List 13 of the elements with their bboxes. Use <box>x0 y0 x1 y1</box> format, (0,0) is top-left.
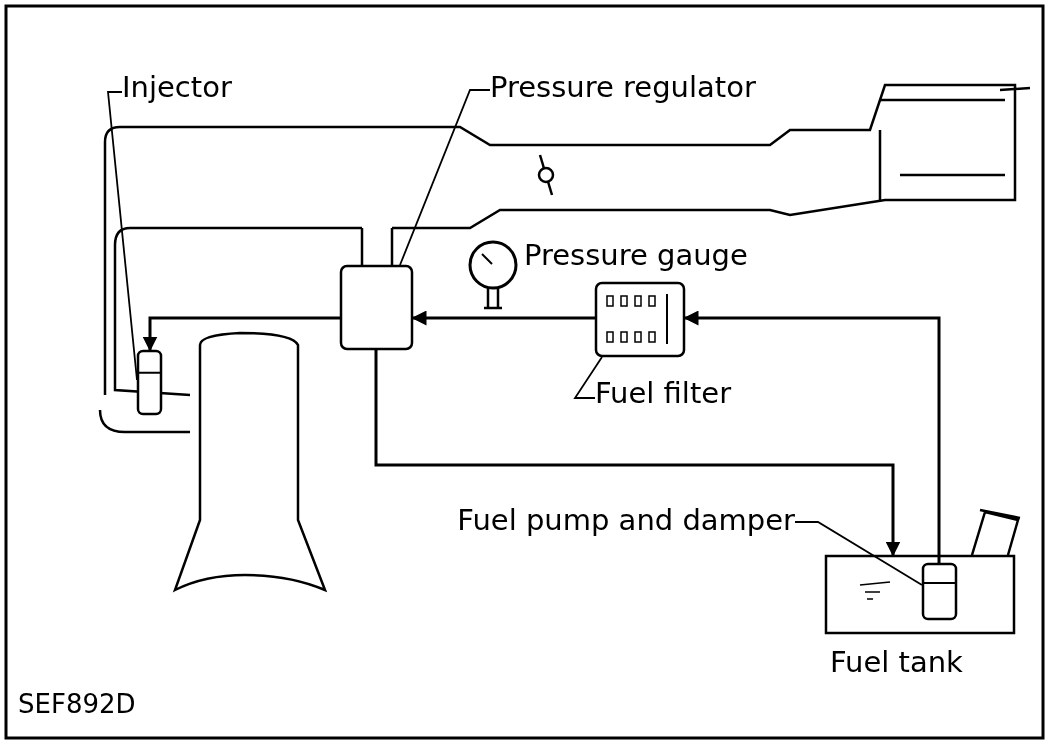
part-label: Pressure regulator <box>490 72 756 104</box>
leader-line <box>573 356 603 399</box>
figure-code: SEF892D <box>18 690 136 719</box>
leader-line <box>107 91 138 381</box>
part-label: Fuel filter <box>595 378 732 410</box>
leader-line <box>399 89 491 266</box>
leader-line <box>794 521 923 586</box>
part-label: Injector <box>122 72 232 104</box>
fuel-line-arrow <box>142 316 340 352</box>
part-label: Pressure gauge <box>524 240 748 272</box>
part-label: Fuel pump and damper <box>457 505 795 537</box>
fuel-line-arrow <box>374 350 901 557</box>
part-label: Fuel tank <box>830 647 963 679</box>
